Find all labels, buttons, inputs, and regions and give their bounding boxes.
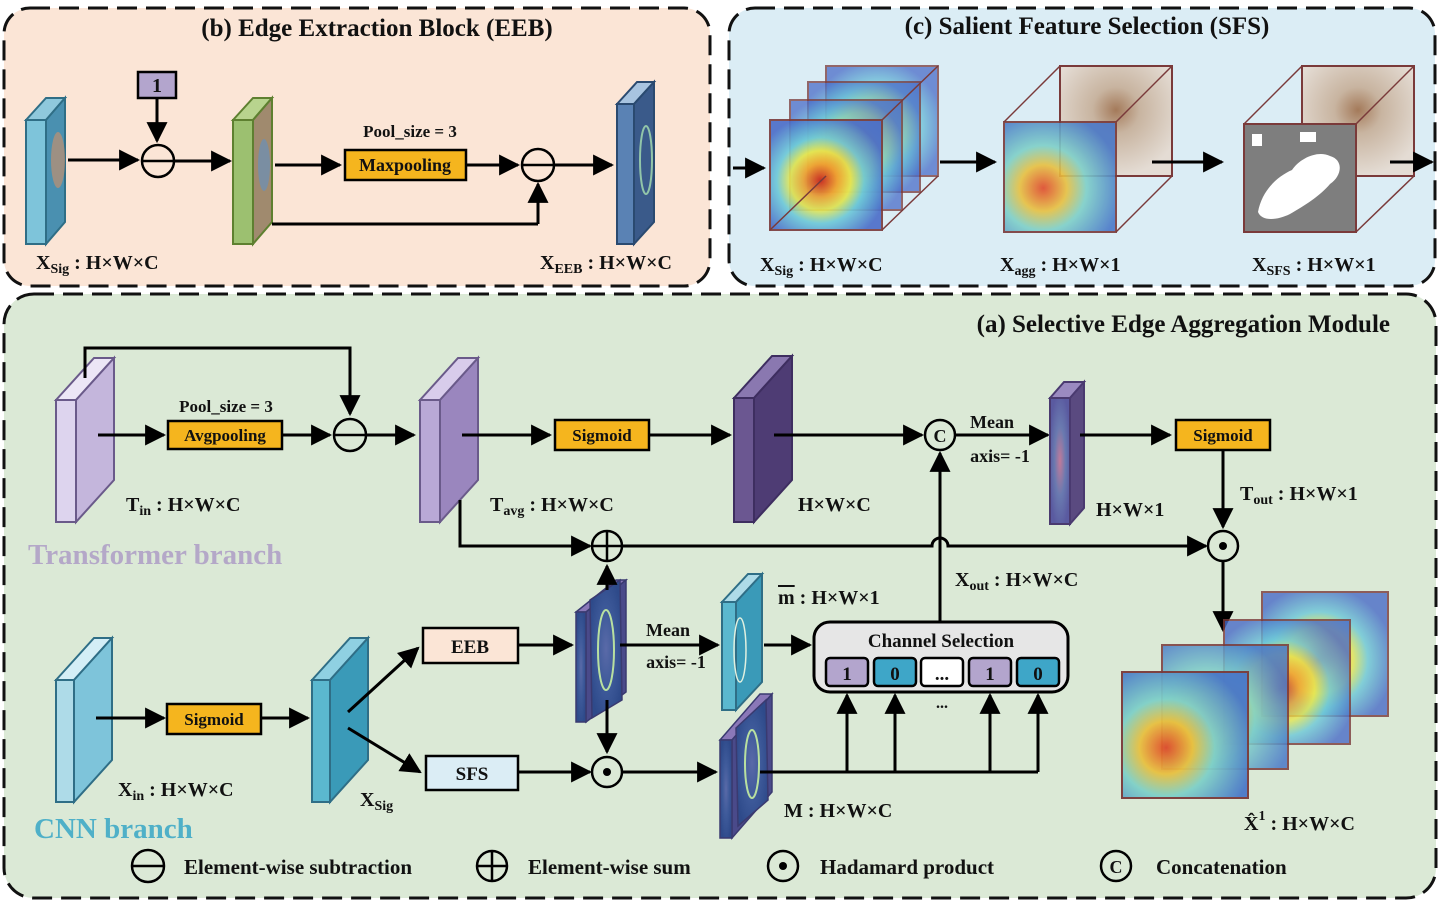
maxpooling-label: Maxpooling bbox=[359, 155, 451, 175]
seam-pool-size-label: Pool_size = 3 bbox=[179, 397, 273, 416]
t-mean-featuremap bbox=[1047, 379, 1087, 527]
constant-one-box bbox=[136, 70, 178, 100]
x-sig-featuremap bbox=[309, 635, 371, 805]
svg-text:C: C bbox=[934, 426, 947, 446]
svg-text:1: 1 bbox=[985, 664, 995, 685]
eeb-pool-size-label: Pool_size = 3 bbox=[363, 122, 457, 141]
svg-text:1: 1 bbox=[842, 664, 852, 685]
eeb-input-featuremap bbox=[23, 95, 68, 247]
channel-cell-0: 1 bbox=[824, 656, 870, 688]
t-sigmoid-featuremap bbox=[731, 353, 795, 525]
sfs-output-label: XSFS : H×W×1 bbox=[1252, 254, 1376, 279]
m-bar-label: m : H×W×1 bbox=[778, 587, 880, 609]
sigmoid-output-dims: H×W×C bbox=[798, 494, 871, 516]
sfs-title: (c) Salient Feature Selection (SFS) bbox=[905, 13, 1270, 40]
sfs-agg-label: Xagg : H×W×1 bbox=[1000, 254, 1120, 279]
m-bar-featuremap bbox=[719, 571, 765, 713]
t-in-featuremap bbox=[53, 355, 117, 525]
eeb-block-label: EEB bbox=[451, 637, 489, 658]
legend-hadamard-icon bbox=[766, 849, 800, 883]
sfs-block-box bbox=[424, 754, 520, 792]
x-sig-label: XSig bbox=[360, 789, 393, 814]
legend-concat-icon: C bbox=[1099, 849, 1133, 883]
channel-selection-label: Channel Selection bbox=[868, 631, 1015, 652]
mean-label-mid: Mean bbox=[646, 620, 690, 640]
sfs-input-label: XSig : H×W×C bbox=[760, 254, 883, 279]
legend-sum-icon bbox=[475, 849, 509, 883]
axis-label-top: axis= -1 bbox=[970, 446, 1030, 466]
t-in-label: Tin : H×W×C bbox=[126, 494, 240, 519]
t-avg-featuremap bbox=[417, 355, 481, 525]
legend-subtraction-label: Element-wise subtraction bbox=[184, 855, 412, 879]
svg-text:0: 0 bbox=[890, 664, 900, 685]
sigmoid-box-cnn bbox=[165, 702, 263, 736]
sfs-block-label: SFS bbox=[456, 764, 489, 785]
x-out-label: Xout : H×W×C bbox=[955, 569, 1078, 594]
legend-subtraction-icon bbox=[130, 848, 166, 884]
element-sum-op bbox=[590, 529, 624, 563]
sigmoid-label-cnn: Sigmoid bbox=[184, 710, 244, 729]
channel-cells-more-dots: ... bbox=[936, 695, 948, 712]
svg-text:C: C bbox=[1110, 857, 1123, 877]
axis-label-mid: axis= -1 bbox=[646, 652, 706, 672]
legend-hadamard-label: Hadamard product bbox=[820, 855, 994, 879]
transformer-branch-label: Transformer branch bbox=[28, 539, 282, 571]
cnn-branch-label: CNN branch bbox=[34, 813, 193, 845]
sigmoid-box-2 bbox=[1174, 418, 1272, 452]
eeb-middle-featuremap bbox=[230, 95, 275, 247]
eeb-block-box bbox=[421, 626, 520, 665]
eeb-output-label: XEEB : H×W×C bbox=[540, 252, 672, 277]
m-label: M : H×W×C bbox=[784, 800, 892, 822]
legend-sum-label: Element-wise sum bbox=[528, 855, 691, 879]
x-hat-label: X̂1 : H×W×C bbox=[1244, 809, 1355, 835]
sigmoid-label-2: Sigmoid bbox=[1193, 426, 1253, 445]
sfs-selected-mask bbox=[1243, 65, 1415, 233]
x-hat-output-stack bbox=[1121, 591, 1389, 799]
constant-one-label: 1 bbox=[152, 75, 162, 97]
eeb-input-label: XSig : H×W×C bbox=[36, 252, 159, 277]
m-output-stack bbox=[718, 691, 774, 841]
t-out-label: Tout : H×W×1 bbox=[1240, 483, 1358, 508]
sigmoid-label-1: Sigmoid bbox=[572, 426, 632, 445]
channel-cell-2: ... bbox=[919, 656, 965, 688]
avgpooling-label: Avgpooling bbox=[184, 426, 266, 445]
sfs-heatmap-stack bbox=[769, 65, 939, 231]
eeb-title: (b) Edge Extraction Block (EEB) bbox=[201, 15, 552, 42]
eeb-panel bbox=[2, 6, 712, 288]
legend-concat-label: Concatenation bbox=[1156, 855, 1287, 879]
channel-cell-3: 1 bbox=[967, 656, 1013, 688]
eeb-output-stack bbox=[573, 578, 629, 724]
sigmoid-box-1 bbox=[553, 418, 651, 452]
t-avg-label: Tavg : H×W×C bbox=[490, 494, 614, 519]
mean-label-top: Mean bbox=[970, 412, 1014, 432]
sfs-aggregated-map bbox=[1003, 65, 1173, 233]
svg-text:...: ... bbox=[935, 664, 949, 685]
mean-output-dims: H×W×1 bbox=[1096, 499, 1164, 521]
svg-text:0: 0 bbox=[1033, 664, 1043, 685]
x-in-label: Xin : H×W×C bbox=[118, 779, 234, 804]
channel-cell-1: 0 bbox=[872, 656, 918, 688]
channel-cell-4: 0 bbox=[1015, 656, 1061, 688]
seam-title: (a) Selective Edge Aggregation Module bbox=[977, 311, 1390, 338]
eeb-output-featuremap bbox=[614, 79, 657, 247]
x-in-featuremap bbox=[53, 635, 115, 805]
